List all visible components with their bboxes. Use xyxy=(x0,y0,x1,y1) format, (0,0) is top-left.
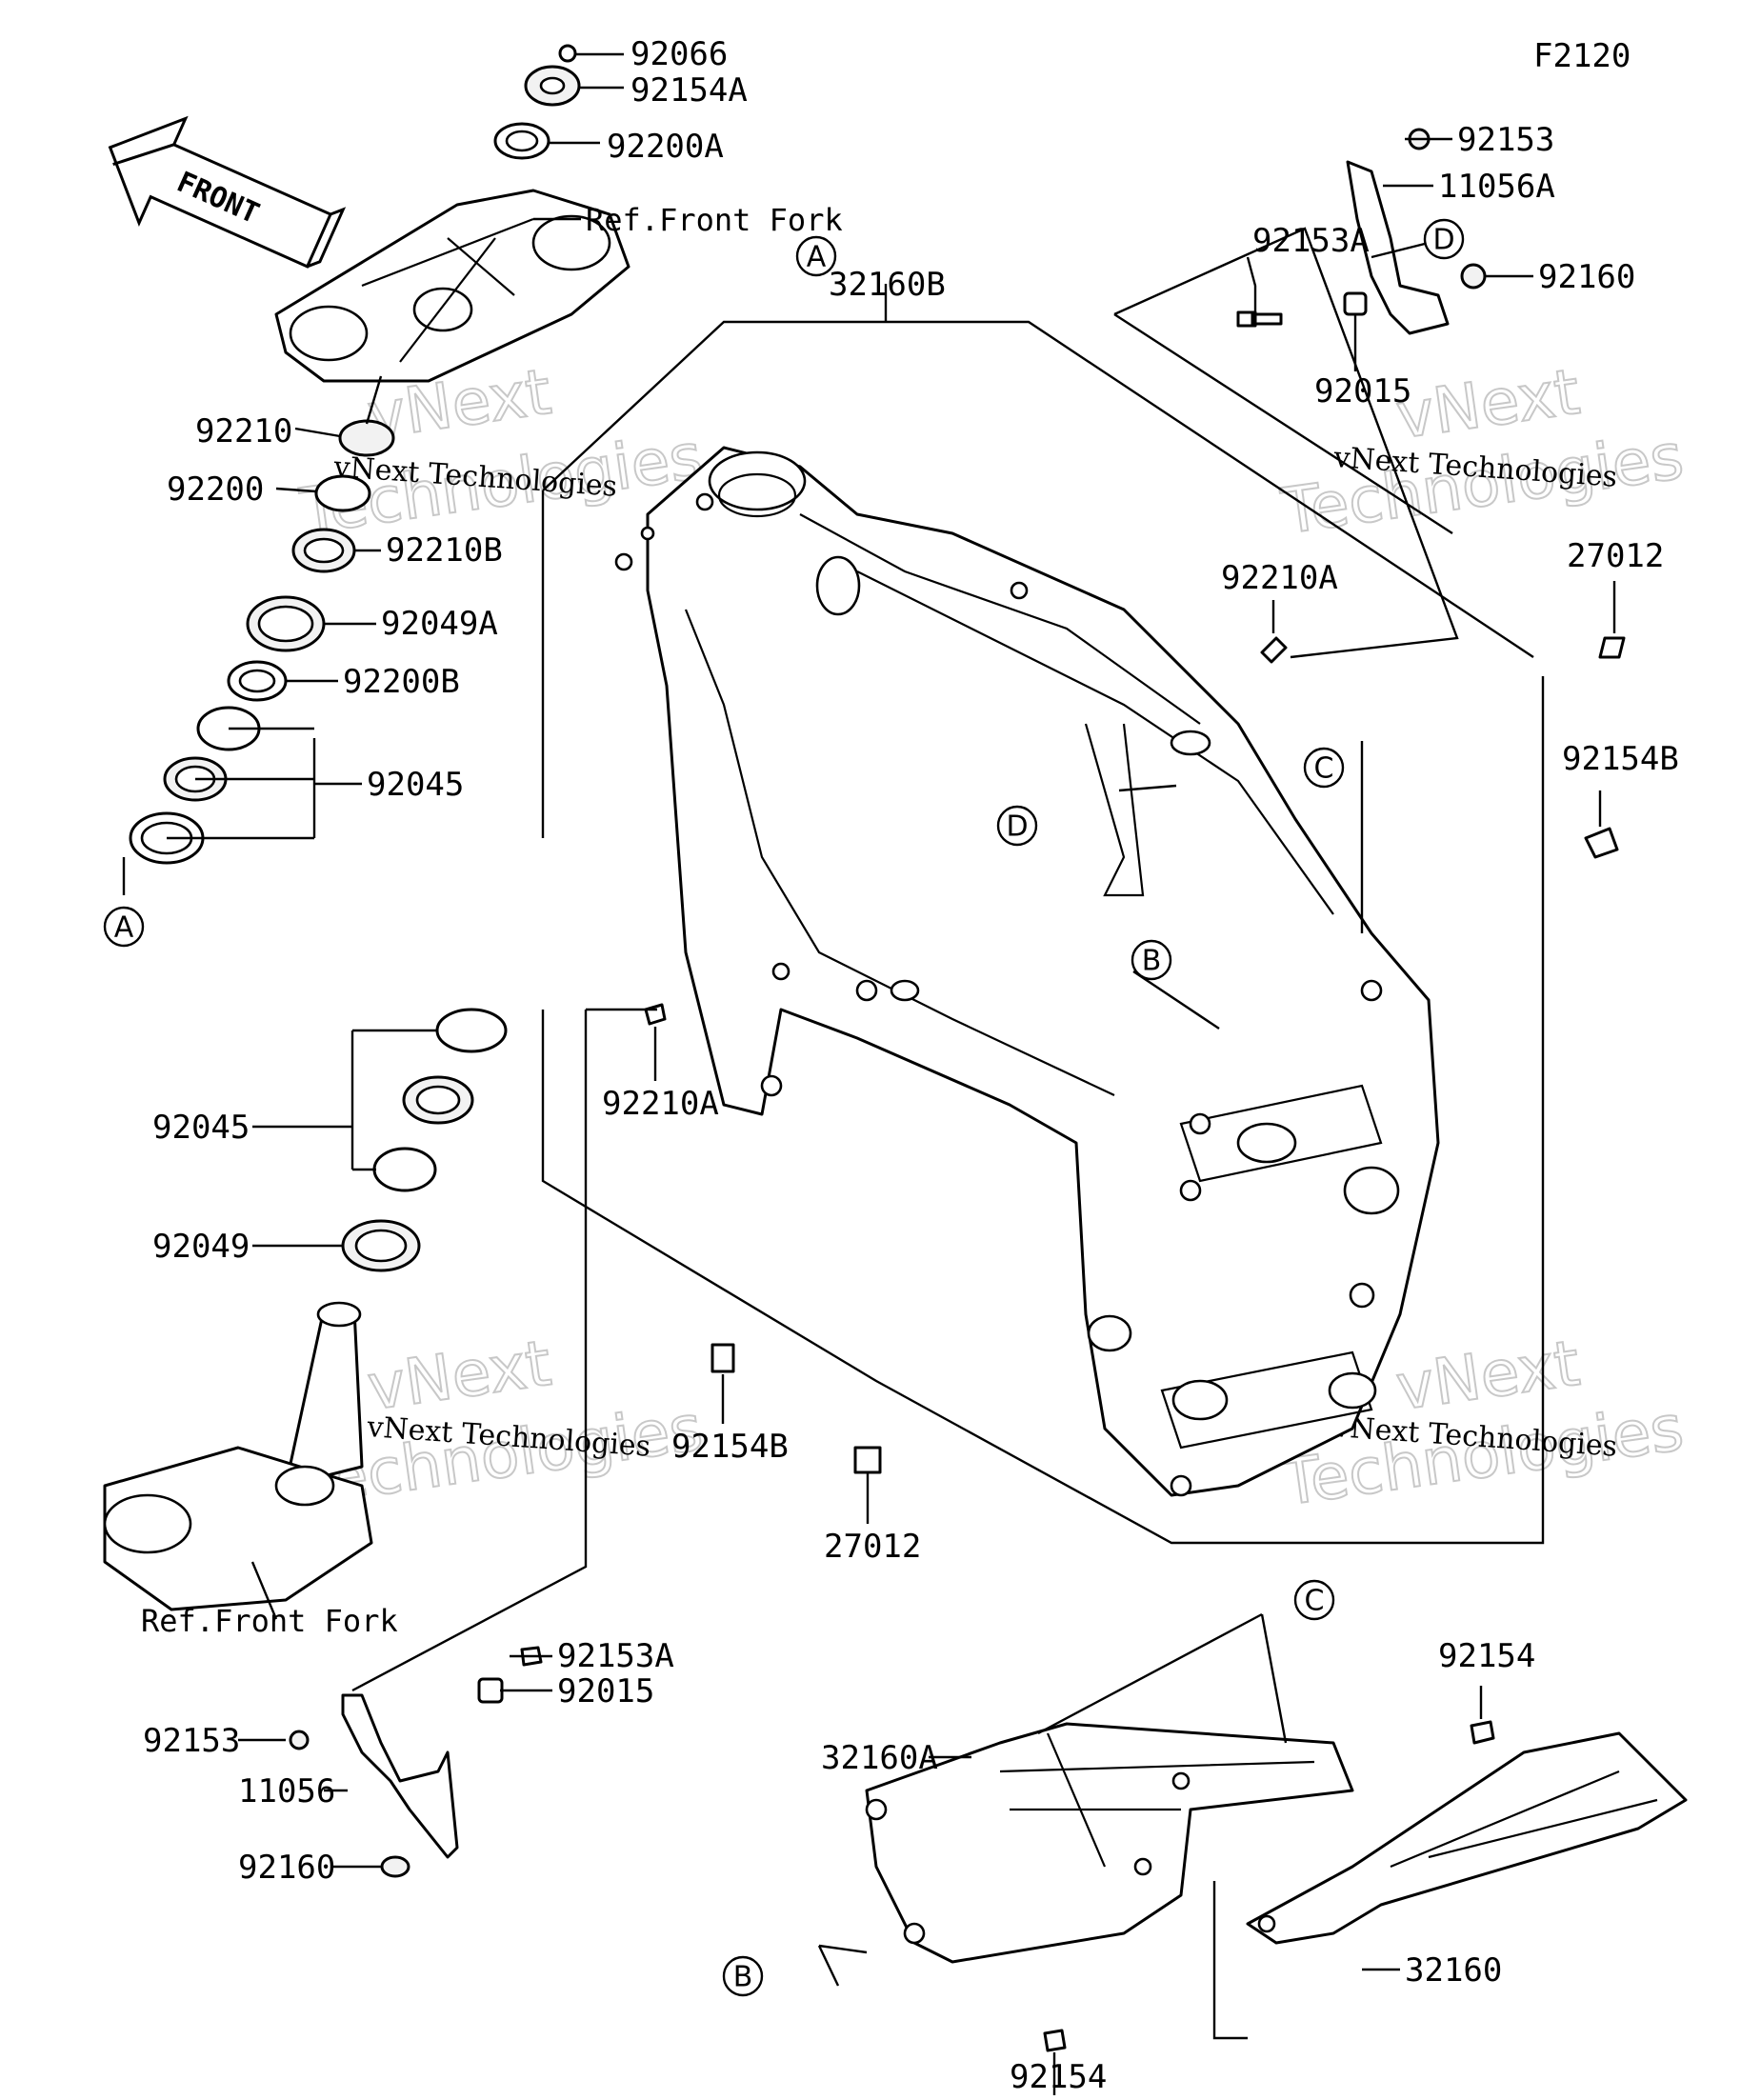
label-32160: 32160 xyxy=(1405,1951,1502,1990)
grommet-92160-bot xyxy=(380,1855,410,1878)
label-92154-bot: 92154 xyxy=(1010,2058,1107,2096)
callout-a-left: A xyxy=(114,911,134,945)
callout-c-rear: C xyxy=(1305,1585,1325,1618)
collar-92015-top xyxy=(1343,291,1368,316)
callout-a-top: A xyxy=(807,241,827,274)
callout-d-bracket: D xyxy=(1432,224,1454,257)
callout-d-frame: D xyxy=(1006,810,1028,844)
ref-front-fork-lower: Ref.Front Fork xyxy=(141,1603,398,1639)
bracket-11056 xyxy=(341,1693,459,1859)
bolt-92210A-mid xyxy=(644,1003,667,1026)
label-92045-top: 92045 xyxy=(367,766,464,804)
cap-92066 xyxy=(558,44,577,63)
label-92200A: 92200A xyxy=(607,128,724,166)
bracket-11056A xyxy=(1346,160,1450,335)
label-92160-top: 92160 xyxy=(1538,258,1635,296)
callout-c-frame: C xyxy=(1314,752,1334,786)
label-92200: 92200 xyxy=(167,470,264,509)
label-92210: 92210 xyxy=(195,412,292,450)
ref-front-fork-upper: Ref.Front Fork xyxy=(586,202,843,238)
bearing-race-b1 xyxy=(435,1008,508,1053)
label-27012-mid xyxy=(853,1446,882,1474)
label-32160B: 32160B xyxy=(829,266,946,304)
label-11056A: 11056A xyxy=(1438,168,1555,206)
label-92049A: 92049A xyxy=(381,605,498,643)
label-92066: 92066 xyxy=(630,35,728,73)
label-92153-bot: 92153 xyxy=(143,1722,240,1760)
label-92160-bot: 92160 xyxy=(238,1849,335,1887)
label-92200B: 92200B xyxy=(343,663,460,701)
subframe-32160 xyxy=(1246,1731,1688,1945)
label-92210B: 92210B xyxy=(386,531,503,570)
bracket-11056-group xyxy=(289,1646,543,1878)
bolt-92210A-right xyxy=(1260,636,1288,664)
bolt-92154-bot xyxy=(1043,2029,1067,2052)
label-92153A-bot: 92153A xyxy=(557,1637,674,1675)
label-92049: 92049 xyxy=(152,1228,250,1266)
callouts: A A B B C C D D xyxy=(103,218,1465,1997)
label-92015-bot: 92015 xyxy=(557,1672,654,1710)
label-92154B-mid: 92154B xyxy=(671,1428,789,1466)
rear-frame-group xyxy=(865,1720,1688,2052)
label-92153-top: 92153 xyxy=(1457,121,1554,159)
washer-92200 xyxy=(314,474,371,512)
label-92154B-right: 92154B xyxy=(1562,740,1679,778)
label-92015-top: 92015 xyxy=(1314,372,1411,410)
label-92154A: 92154A xyxy=(630,71,748,110)
bolt-92154B-mid xyxy=(710,1343,735,1373)
label-32160A: 32160A xyxy=(821,1739,938,1777)
locknut-92210 xyxy=(338,419,395,457)
callout-b-rear: B xyxy=(733,1961,753,1994)
label-27012-right: 27012 xyxy=(1567,537,1664,575)
bearing-race-b3 xyxy=(372,1147,437,1192)
bolt-92154B-right xyxy=(1584,827,1619,859)
collar-92015-bot xyxy=(477,1677,504,1704)
front-arrow-icon: FRONT xyxy=(108,115,347,269)
bolt-92153A-top xyxy=(1236,310,1283,328)
grommet-92160-top xyxy=(1460,263,1487,290)
upper-triple-clamp xyxy=(274,189,630,383)
main-frame xyxy=(614,446,1440,1497)
watermark-brand: vNext xyxy=(364,1327,556,1425)
bolt-92153-bot xyxy=(289,1730,310,1750)
lower-triple-clamp xyxy=(103,1301,373,1611)
label-92153A-top: 92153A xyxy=(1252,222,1370,260)
label-92210A-right: 92210A xyxy=(1221,559,1338,597)
label-92045-bot: 92045 xyxy=(152,1109,250,1147)
label-27012-mid: 27012 xyxy=(824,1528,921,1566)
steering-stack xyxy=(103,44,630,1611)
leader-lines xyxy=(122,52,1616,2095)
label-92210A-mid: 92210A xyxy=(602,1085,719,1123)
group-brackets xyxy=(167,227,1545,2040)
label-11056: 11056 xyxy=(238,1772,335,1810)
bolt-92154-right xyxy=(1470,1720,1495,1745)
diagram-id: F2120 xyxy=(1533,37,1631,75)
label-27012-right xyxy=(1598,636,1626,659)
callout-b-frame: B xyxy=(1142,945,1162,978)
label-92154-right: 92154 xyxy=(1438,1637,1535,1675)
part-labels: 92066 92154A 92200A 92210 92200 92210B 9… xyxy=(143,35,1679,2096)
